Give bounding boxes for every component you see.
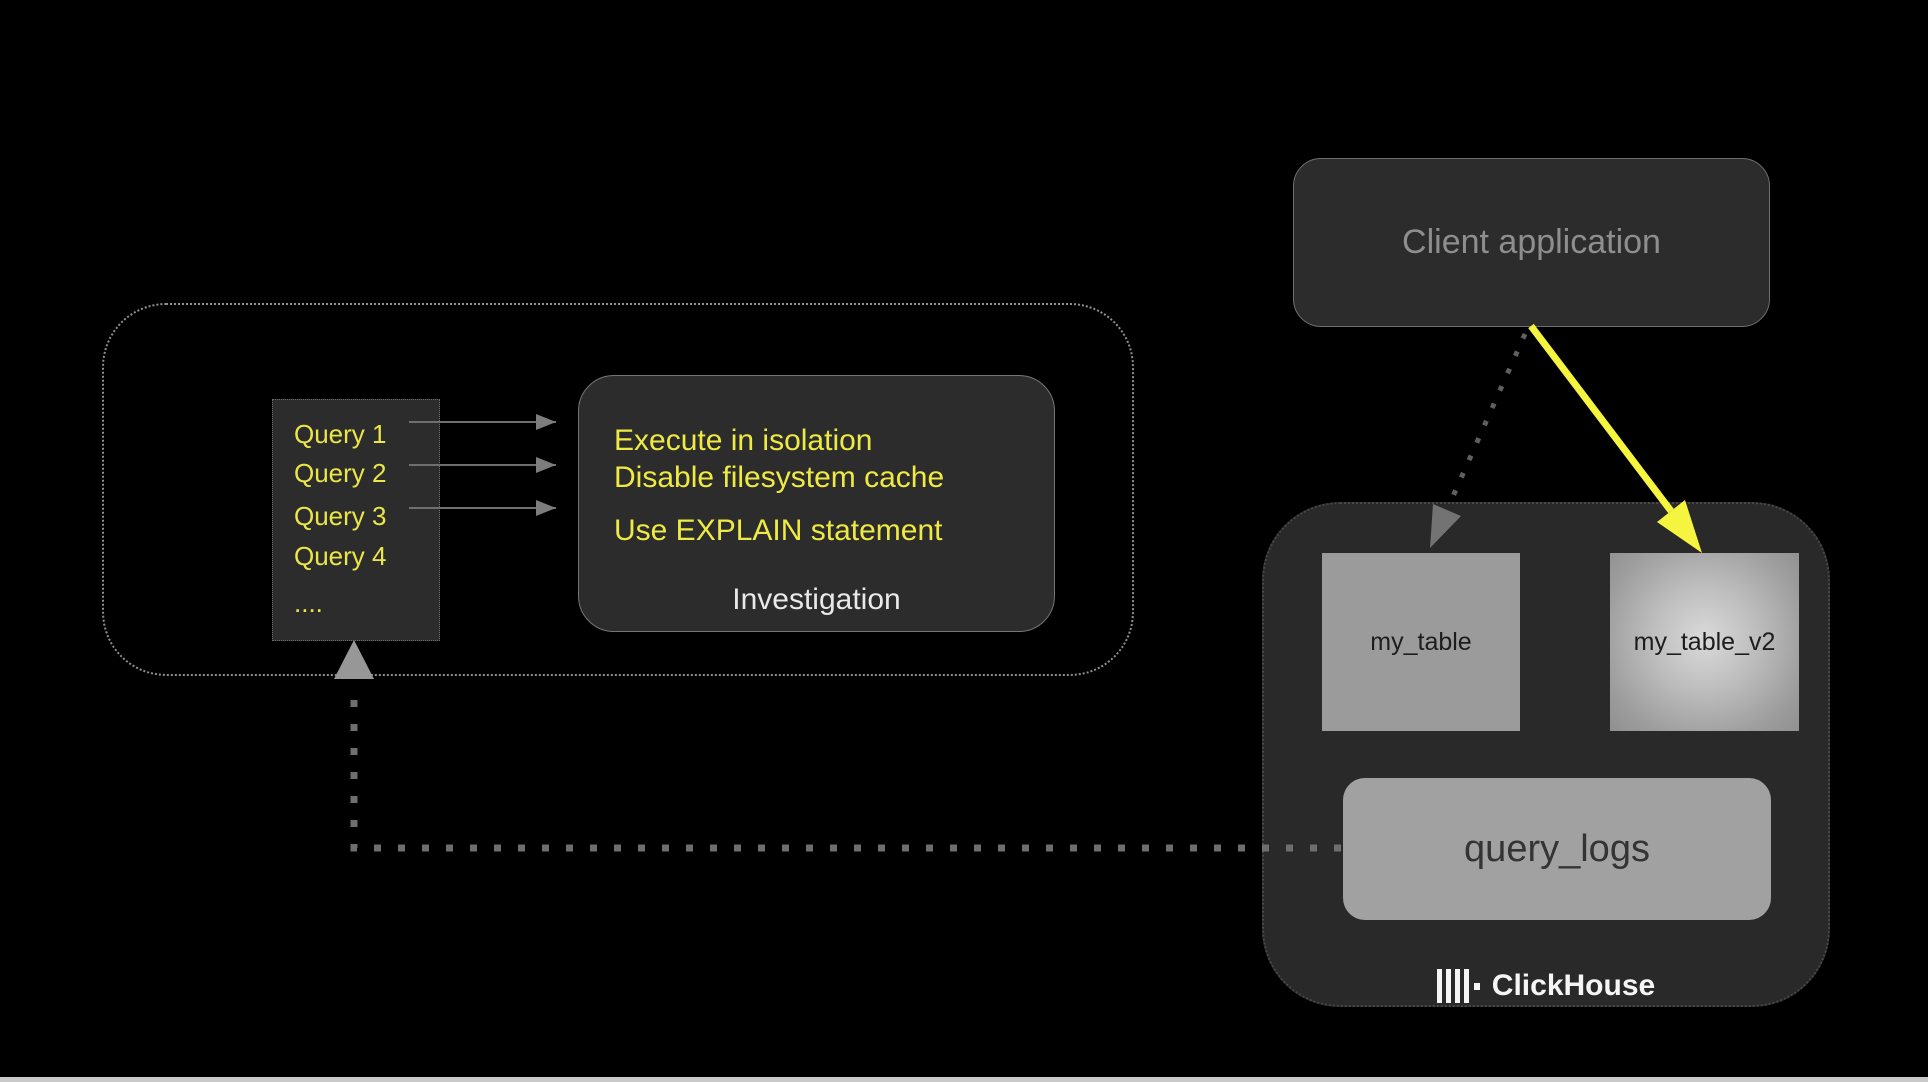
query-list-box: Query 1 Query 2 Query 3 Query 4 ....: [272, 399, 440, 641]
query-list-item: Query 3: [294, 501, 387, 531]
query-logs-label: query_logs: [1464, 827, 1650, 870]
client-application-box: Client application: [1293, 158, 1770, 327]
investigation-tip: Execute in isolation: [614, 424, 873, 457]
my-table-label: my_table: [1370, 627, 1472, 656]
bottom-edge-strip: [0, 1077, 1928, 1082]
my-table-box: my_table: [1322, 553, 1520, 731]
clickhouse-logo-icon: [1436, 969, 1480, 1003]
investigation-label: Investigation: [732, 583, 901, 616]
clickhouse-brand-label: ClickHouse: [1491, 969, 1656, 1002]
query-list-item: Query 1: [294, 419, 387, 449]
my-table-v2-box: my_table_v2: [1610, 553, 1799, 731]
query-list-item: Query 2: [294, 458, 387, 488]
clickhouse-logo-row: ClickHouse: [1264, 966, 1828, 1006]
investigation-tip: Use EXPLAIN statement: [614, 514, 943, 547]
client-application-label: Client application: [1402, 223, 1661, 261]
query-list-item: ....: [294, 588, 323, 618]
my-table-v2-label: my_table_v2: [1633, 627, 1776, 656]
query-list-item: Query 4: [294, 541, 387, 571]
clickhouse-box: my_table my_table_v2 query_logs ClickHou…: [1262, 502, 1830, 1007]
investigation-group-outline: [102, 303, 1134, 676]
investigation-tip: Disable filesystem cache: [614, 461, 945, 494]
investigation-box: Execute in isolation Disable filesystem …: [578, 375, 1055, 632]
query-logs-box: query_logs: [1343, 778, 1771, 920]
